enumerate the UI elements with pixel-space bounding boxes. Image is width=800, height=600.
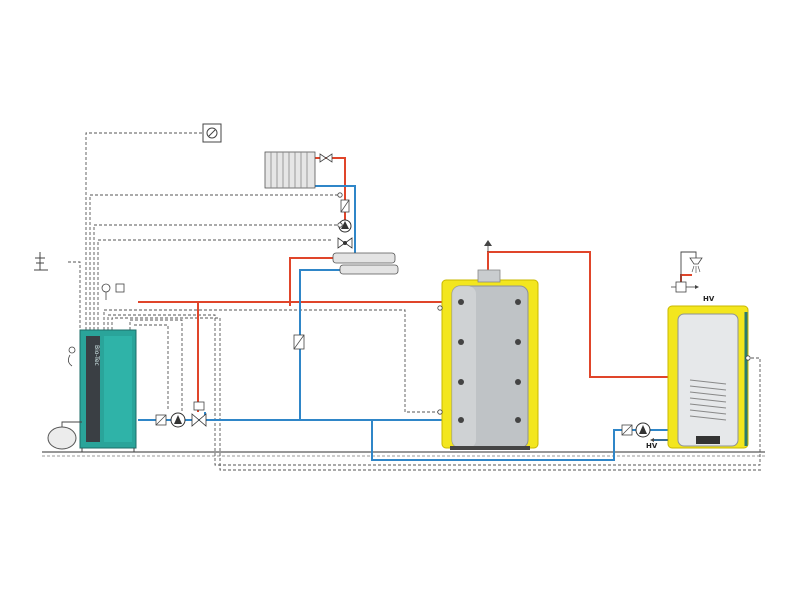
- boiler-valve-icon: [68, 346, 76, 367]
- flow-meter-icon: [340, 199, 350, 213]
- safety-valve-icon: [101, 283, 125, 300]
- hot-water-label-bottom: HV: [646, 442, 658, 450]
- dhw-tank: [667, 305, 749, 449]
- temperature-sensor-icon: [337, 192, 751, 415]
- thermostat-icon: [202, 123, 222, 143]
- buffer-tank: [441, 240, 539, 450]
- cold-pipes: [138, 185, 741, 461]
- radiator-icon: [264, 151, 316, 189]
- boiler-brand-label: Bio-Tec: [93, 345, 100, 366]
- radiator-valve-icon: [319, 153, 333, 163]
- mixing-valve-icon: [191, 401, 207, 427]
- pump-icon: [621, 422, 651, 438]
- ground: [42, 451, 765, 457]
- boiler: Bio-Tec: [79, 329, 137, 452]
- flow-meter-icon: [293, 334, 305, 350]
- control-wiring: [68, 132, 763, 471]
- hot-water-outlet: [650, 438, 668, 442]
- mixing-valve-icon: [337, 237, 353, 249]
- distribution-header: [332, 252, 399, 275]
- hot-water-label-top: HV: [703, 295, 715, 303]
- pump-icon: [155, 412, 186, 428]
- antenna-icon: [34, 252, 48, 271]
- shower-icon: [680, 251, 703, 282]
- hot-pipes: [138, 157, 692, 412]
- dhw-mixing-valve-icon: [671, 281, 699, 293]
- expansion-vessel-icon: [47, 421, 82, 450]
